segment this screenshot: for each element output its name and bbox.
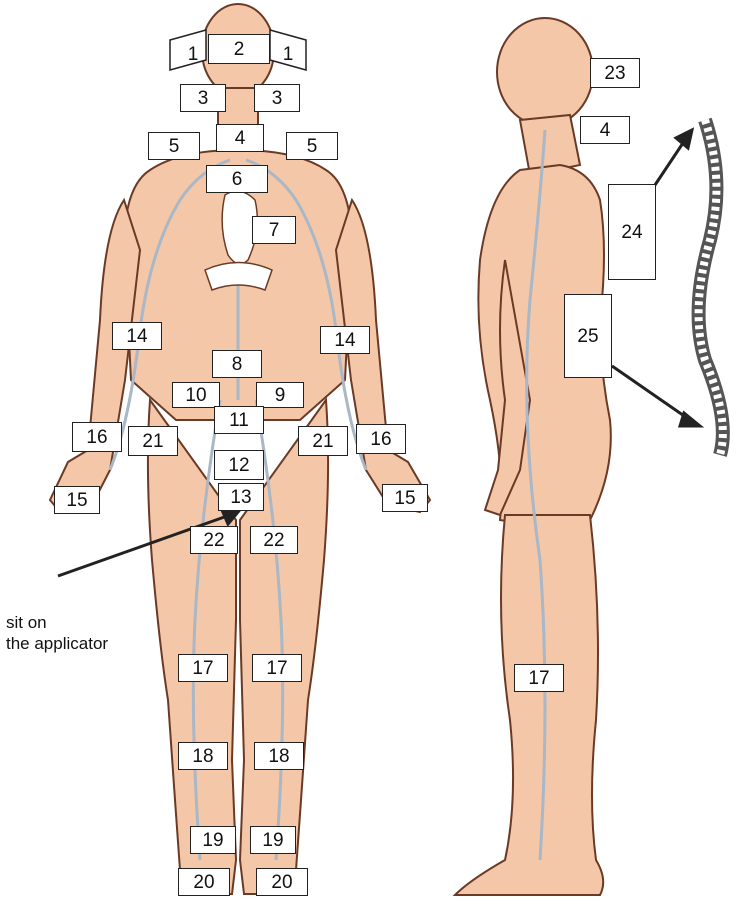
label-21-right: 21 (298, 426, 348, 456)
caption-line-1: sit on (6, 612, 108, 633)
label-11: 11 (214, 406, 264, 434)
label-18-right: 18 (254, 742, 304, 770)
label-17-side: 17 (514, 664, 564, 692)
caption-line-2: the applicator (6, 633, 108, 654)
label-14-right: 14 (320, 326, 370, 354)
label-12: 12 (214, 450, 264, 480)
label-22-right: 22 (250, 526, 298, 554)
label-19-left: 19 (190, 826, 236, 854)
label-13: 13 (218, 483, 264, 511)
label-17-right: 17 (252, 654, 302, 682)
label-3-left: 3 (180, 84, 226, 112)
arrow-to-lower-spine (612, 366, 690, 420)
side-head (497, 18, 593, 126)
label-2: 2 (208, 34, 270, 64)
sit-on-applicator-caption: sit on the applicator (6, 612, 108, 655)
label-18-left: 18 (178, 742, 228, 770)
label-4-side: 4 (580, 116, 630, 144)
label-21-left: 21 (128, 426, 178, 456)
spine-illustration (699, 120, 723, 455)
label-15-left: 15 (54, 486, 100, 514)
label-1-left: 1 (188, 44, 199, 65)
label-19-right: 19 (250, 826, 296, 854)
label-5-left: 5 (148, 132, 200, 160)
label-22-left: 22 (190, 526, 238, 554)
label-20-left: 20 (178, 868, 230, 896)
arrowhead-upper-spine (676, 130, 692, 148)
label-15-right: 15 (382, 484, 428, 512)
label-24: 24 (608, 184, 656, 280)
label-6: 6 (206, 165, 268, 193)
front-right-arm (336, 200, 430, 512)
front-left-arm (50, 200, 140, 512)
label-3-right: 3 (254, 84, 300, 112)
label-7: 7 (252, 216, 296, 244)
label-25: 25 (564, 294, 612, 378)
arrowhead-lower-spine (680, 413, 700, 426)
side-legs (455, 515, 603, 895)
label-10: 10 (172, 382, 220, 408)
label-9: 9 (256, 382, 304, 408)
label-1-right: 1 (283, 44, 294, 65)
label-17-left: 17 (178, 654, 228, 682)
label-16-right: 16 (356, 424, 406, 454)
label-4-front: 4 (216, 124, 264, 152)
label-23: 23 (590, 58, 640, 88)
label-5-right: 5 (286, 132, 338, 160)
label-20-right: 20 (256, 868, 308, 896)
side-body-figure (455, 18, 611, 895)
label-14-left: 14 (112, 322, 162, 350)
label-16-left: 16 (72, 422, 122, 452)
label-8: 8 (212, 350, 262, 378)
